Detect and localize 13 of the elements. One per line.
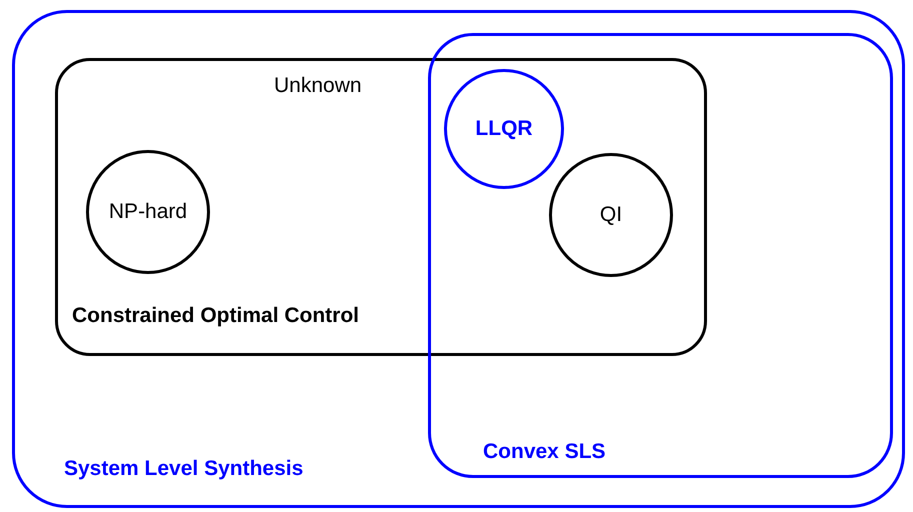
set-label: Convex SLS xyxy=(483,440,606,464)
set-circle xyxy=(86,150,210,274)
set-label: LLQR xyxy=(475,117,533,141)
set-label: NP-hard xyxy=(108,200,188,224)
set-circle xyxy=(444,69,564,189)
set-region xyxy=(12,10,905,508)
set-region xyxy=(55,58,707,356)
set-label: Unknown xyxy=(274,74,362,98)
set-label: Constrained Optimal Control xyxy=(72,304,360,328)
set-label: QI xyxy=(600,203,622,227)
set-circle xyxy=(549,153,673,277)
set-region xyxy=(428,33,893,478)
set-label: System Level Synthesis xyxy=(64,457,304,481)
